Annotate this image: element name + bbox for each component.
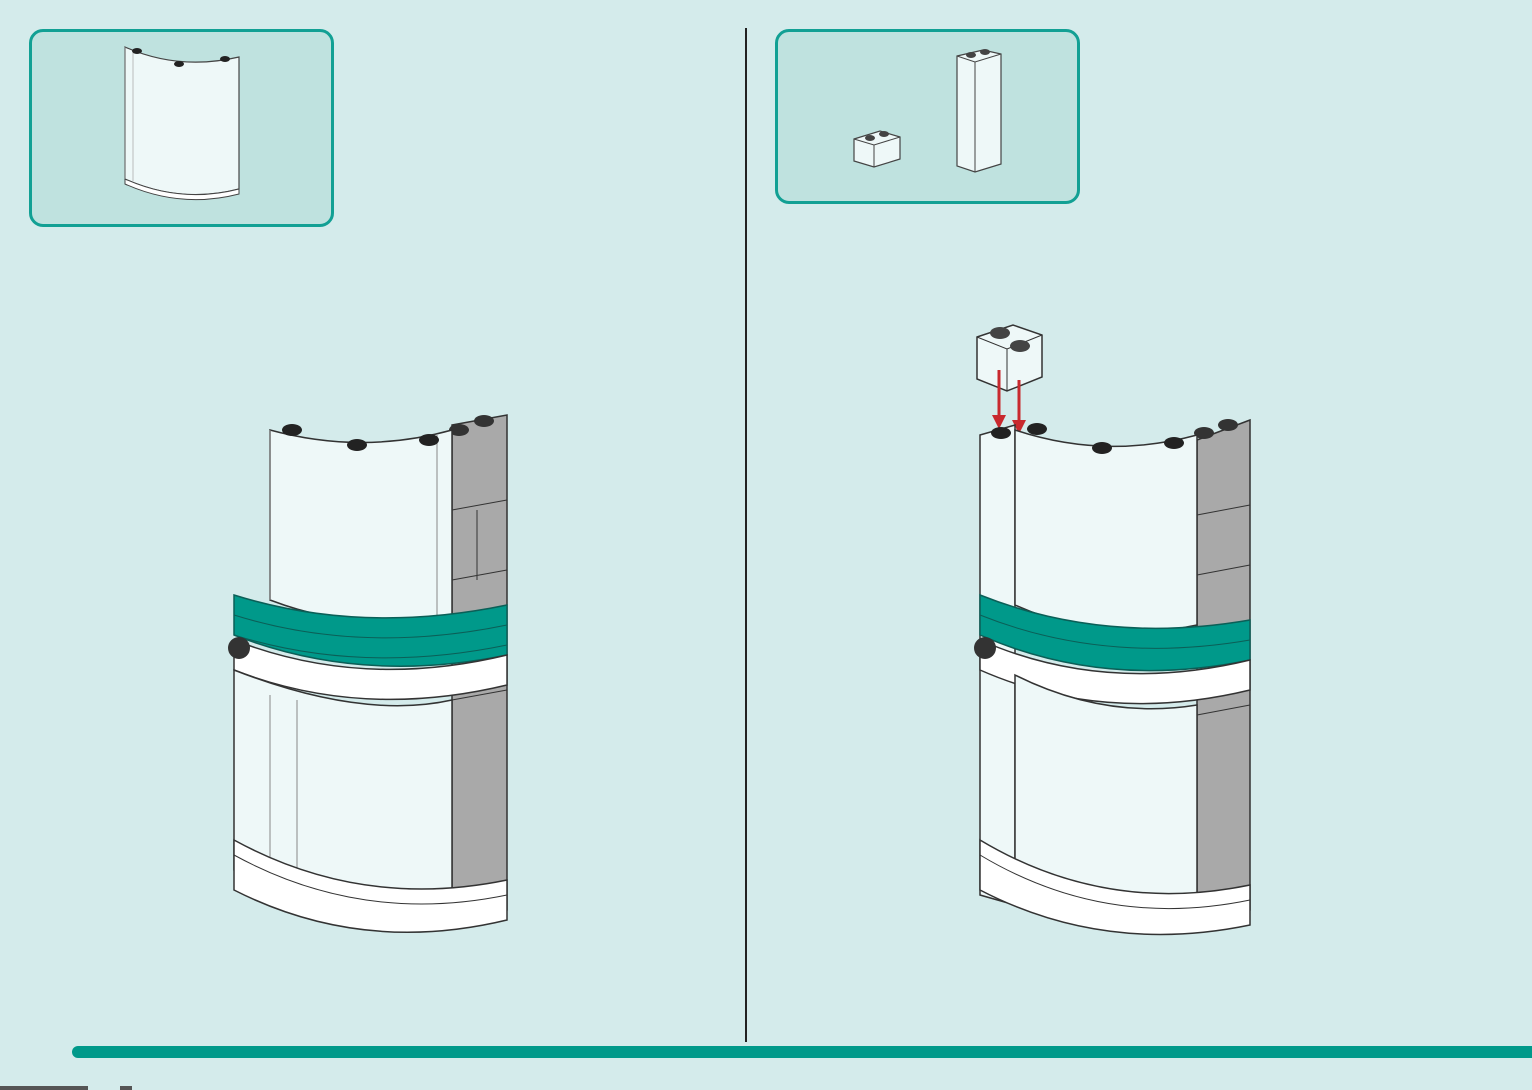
transparent-brick-tall-1x2x5-icon — [953, 46, 1013, 176]
footer-mark — [120, 1086, 132, 1090]
build-assembly-right — [965, 315, 1275, 955]
transparent-brick-1x2-icon — [850, 125, 910, 175]
progress-bar — [72, 1046, 1532, 1058]
panel-divider — [745, 28, 747, 1042]
curved-transparent-panel-icon — [29, 29, 334, 227]
build-assembly-left — [222, 400, 522, 960]
parts-callout-left — [29, 29, 334, 227]
footer-mark — [0, 1086, 88, 1090]
parts-callout-right — [775, 29, 1080, 204]
